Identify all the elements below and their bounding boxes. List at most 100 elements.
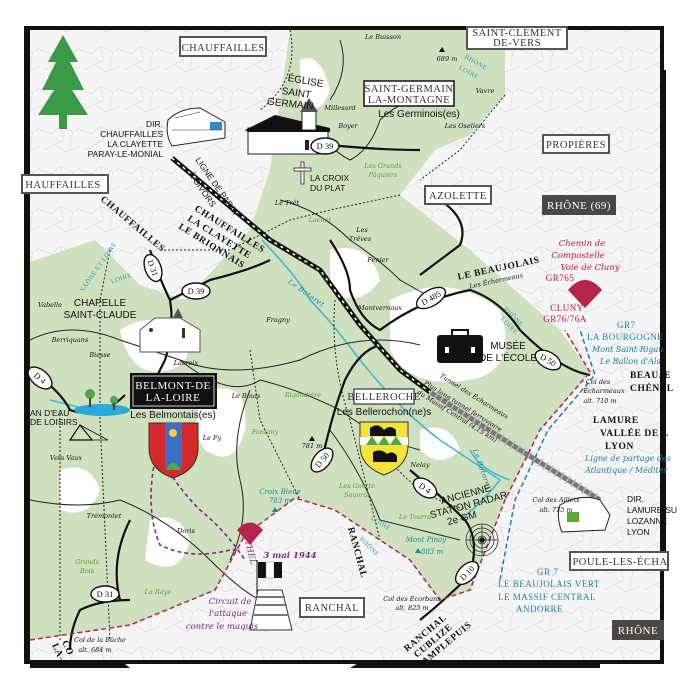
trains-east-1-label: LAMURE-SU (627, 505, 677, 515)
communes-belmont-0-label: BELMONT-DE (135, 380, 210, 392)
chapel-saint-claude-icon (139, 308, 201, 353)
woods-la-raye-label: La Raye (144, 588, 172, 596)
belmont-demonym: Les Belmontais(es) (130, 410, 216, 421)
trains-east-2-label: LOZANNE (627, 516, 667, 526)
trains-east-3-label: LYON (627, 527, 650, 537)
trails-compostelle-3-label: GR765 (546, 273, 575, 283)
hamlets-fenier-label: Fenier (366, 256, 389, 264)
landmarks-eglise-2-label: GERMAIN (266, 97, 314, 113)
woods-le-tourra-label: Le Tourra (398, 513, 431, 521)
passes-echarmeaux-0-label: Col des (586, 378, 611, 386)
woods-grands-paquiers-0-label: Les Grands (363, 162, 402, 170)
trails-compostelle-0-label: Chemin de (559, 239, 605, 249)
hamlets-vers-vaux-label: Vers Vaux (50, 454, 83, 462)
directions-lamure-2-label: LYON (605, 442, 634, 452)
hamlets-le-buisson-label: Le Buisson (364, 33, 401, 41)
trains-west-1-label: CHAUFFAILLES (100, 129, 163, 139)
hamlets-biesse-label: Biesse (88, 351, 110, 359)
train-east-icon (557, 496, 611, 533)
train-east-label: DIR. LAMURE-SU LOZANNE LYON (627, 494, 677, 537)
pass-labels: Col de la Bûche alt. 684 m Col des Écorb… (74, 378, 625, 654)
commune-poule[interactable]: POULE-LES-ÉCHA (569, 551, 669, 571)
top-margin (0, 0, 690, 26)
hamlets-fragny-label: Fragny (265, 316, 290, 324)
trails-gr7-north-1-label: LA BOURGOGNE (587, 332, 663, 342)
commune-propieres[interactable]: PROPIÈRES (542, 134, 610, 154)
belleroche-coat-of-arms-icon (359, 421, 409, 476)
train-west-label: DIR. CHAUFFAILLES LA CLAYETTE PARAY-LE-M… (88, 119, 164, 159)
commune-belmont[interactable]: BELMONT-DE LA-LOIRE (130, 373, 217, 409)
trains-east-0-label: DIR. (627, 494, 644, 504)
communes-saint-germain-0-label: SAINT-GERMAIN (365, 84, 454, 95)
commune-chauffailles-top[interactable]: CHAUFFAILLES (179, 36, 267, 57)
road-d485: D 485 (415, 286, 447, 310)
commune-ranchal[interactable]: RANCHAL (299, 597, 365, 618)
wood-labels: Les Grands Pâquiers Lachat Rigaudière Fo… (75, 162, 431, 596)
trails-gr7-north-0-label: GR7 (617, 320, 636, 330)
hamlet-labels: Le Buisson Millesard Boyer Vavre Les Ose… (38, 33, 494, 535)
roads-d39-west-label: D 39 (188, 286, 205, 296)
landmarks-chapelle-1-label: SAINT-CLAUDE (64, 310, 137, 321)
gr7-north-label: GR7 LA BOURGOGNE Mont Saint-Rigau Le Bal… (587, 320, 663, 366)
passes-echarmeaux-1-label: Écharmeaux (582, 386, 625, 395)
summits-mont-pinay-0-label: Mont Pinay (405, 536, 448, 544)
commune-saint-germain[interactable]: SAINT-GERMAIN LA-MONTAGNE (363, 80, 455, 107)
trails-gr7-south-1-label: LE BEAUJOLAIS VERT (498, 579, 600, 589)
trails-watershed-0-label: Ligne de partage des (584, 454, 671, 463)
trails-watershed-1-label: Atlantique / Méditer (584, 466, 668, 475)
hamlets-le-fy-label: Le Fy (202, 434, 222, 442)
woods-lachat-label: Lachat (308, 216, 332, 224)
commune-chauffailles-left[interactable]: HAUFFAILLES (21, 174, 109, 194)
hamlets-boyer-label: Boyer (337, 122, 358, 130)
road-d39-west: D 39 (181, 282, 211, 300)
department-rhone-bottom[interactable]: RHÔNE (612, 620, 664, 640)
department-rhone-69[interactable]: RHÔNE (69) (542, 195, 616, 215)
woods-grands-paquiers-1-label: Pâquiers (368, 171, 398, 179)
plan-eau-label: AN D'EAU DE LOISIRS (30, 408, 78, 427)
chapelle-label: CHAPELLE SAINT-CLAUDE (64, 298, 137, 321)
commune-azolette[interactable]: AZOLETTE (424, 185, 492, 205)
belleroche-demonym: Les Bellerochon(ne)s (337, 407, 432, 418)
landmarks-chapelle-0-label: CHAPELLE (74, 298, 127, 309)
hamlets-lacroix-label: Lacroix (173, 359, 199, 367)
circuit-maquis (150, 459, 246, 561)
road-d50-south: D 50 (310, 447, 334, 473)
trails-gr7-south-0-label: GR 7 (537, 567, 558, 577)
commune-belleroche[interactable]: BELLEROCHE (347, 388, 420, 405)
trails-compostelle-2-label: Voie de Cluny (560, 263, 619, 273)
road-d4-west: D 4 (27, 366, 53, 390)
landmarks-croix-0-label: LA CROIX (310, 173, 350, 183)
hamlets-doris-label: Doris (176, 527, 195, 535)
summits-mont-pinay-1-label: 883 m (421, 548, 444, 556)
landmarks-eglise-1-label: SAINT (281, 86, 312, 101)
passes-buche-0-label: Col de la Bûche (74, 636, 126, 644)
hamlets-les-treves-1-label: Trêves (349, 235, 372, 243)
train-west-icon (166, 107, 226, 147)
road-d39-north: D 39 (310, 137, 340, 155)
tent-icon (68, 423, 109, 441)
hamlets-millesard-label: Millesard (323, 104, 355, 112)
musee-label: MUSÉE DE L'ÉCOLE (479, 339, 537, 364)
trails-gr7-north-3-label: Le Ballon d'Als (599, 357, 661, 366)
woods-goutte-sauvrat-1-label: Sauvrat (344, 491, 370, 499)
hamlets-le-bouis-label: Le Bouis (231, 392, 261, 400)
fir-tree-icon (38, 35, 88, 129)
commune-saint-clement[interactable]: SAINT-CLÉMENT DE-VERS (466, 26, 568, 50)
trails-compostelle-1-label: Compostelle (551, 251, 605, 261)
frame-right-edge (660, 70, 666, 560)
directions-lamure-1-label: VALLÉE DE L (600, 427, 669, 439)
trails-cluny-0-label: CLUNY (550, 303, 584, 313)
trails-cluny-1-label: GR76/76A (543, 314, 587, 324)
trains-west-0-label: DIR. (146, 119, 163, 129)
frame-bottom-edge (30, 660, 600, 668)
trains-west-3-label: PARAY-LE-MONIAL (88, 149, 164, 159)
communes-propieres-label: PROPIÈRES (546, 139, 606, 151)
hamlets-le-tret-label: Le Trêt (274, 199, 300, 207)
landmarks-musee-1-label: DE L'ÉCOLE (479, 351, 537, 364)
passes-ecorbans-0-label: Col des Écorbans (383, 594, 441, 603)
directions-beaujeu-1-label: CHÉNEL (630, 382, 674, 394)
trail-gr7-south-red (29, 371, 591, 641)
woods-grands-bois-0-label: Grands (75, 558, 100, 566)
summits-croix-bleue-0-label: Croix Bleue (259, 488, 301, 496)
